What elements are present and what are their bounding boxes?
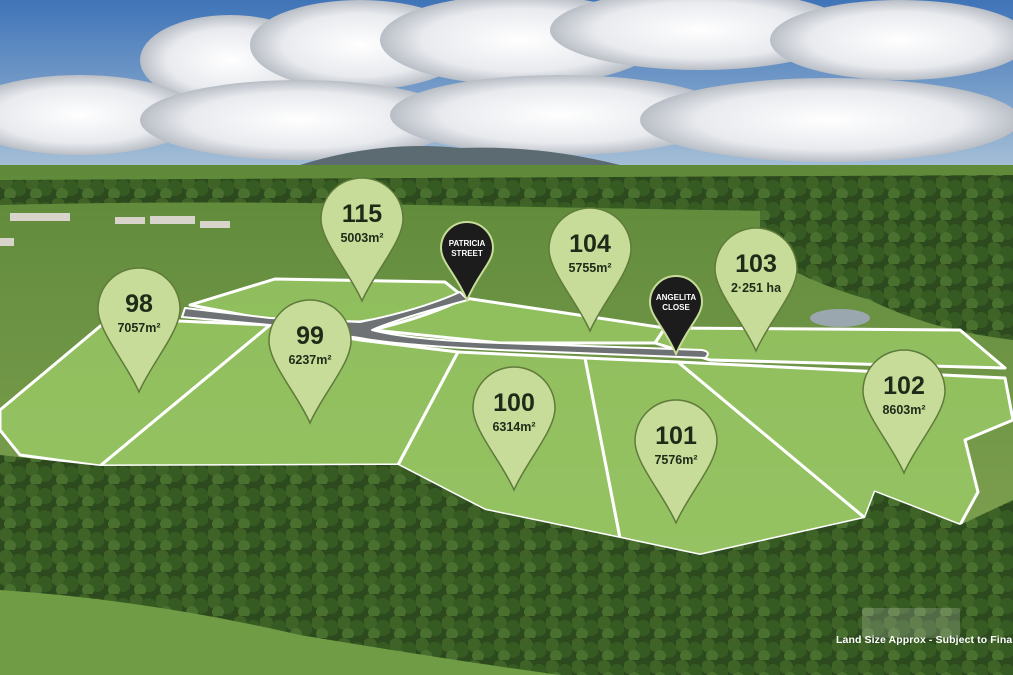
lot-pin-marker	[862, 349, 946, 475]
lot-number: 104	[569, 230, 611, 258]
houses	[0, 213, 230, 246]
disclaimer-text: Land Size Approx - Subject to Final	[836, 634, 1013, 646]
lot-area: 7576m²	[654, 453, 697, 467]
lot-number: 101	[655, 422, 697, 450]
lot-pin-99[interactable]: 99 6237m²	[268, 299, 352, 425]
tree-belt	[0, 175, 1013, 215]
lot-area: 7057m²	[117, 321, 160, 335]
lot-area: 2·251 ha	[731, 281, 782, 295]
lot-number: 103	[735, 250, 777, 278]
right-forest	[760, 195, 1013, 340]
lot-pin-102[interactable]: 102 8603m²	[862, 349, 946, 475]
lot-pin-100[interactable]: 100 6314m²	[472, 366, 556, 492]
foreground-forest	[0, 455, 1013, 675]
pond	[810, 309, 870, 327]
lot-pin-marker	[472, 366, 556, 492]
lot-pin-marker	[548, 207, 632, 333]
lot-pins: 98 7057m² 99 6237m² 100 6314m² 101 7576m² 102 860…	[97, 177, 946, 525]
lot-pin-104[interactable]: 104 5755m²	[548, 207, 632, 333]
street-pin-marker	[439, 221, 495, 303]
lot-pin-marker	[268, 299, 352, 425]
lot-area: 5003m²	[340, 231, 383, 245]
lot-area: 6237m²	[288, 353, 331, 367]
lot-pin-marker	[320, 177, 404, 303]
street-name-line2: CLOSE	[662, 303, 690, 312]
street-pin-marker	[648, 275, 704, 357]
lot-pin-98[interactable]: 98 7057m²	[97, 267, 181, 394]
lot-pin-103[interactable]: 103 2·251 ha	[714, 227, 798, 353]
lot-number: 115	[342, 200, 382, 228]
lot-number: 99	[296, 322, 324, 350]
clouds	[0, 0, 1013, 162]
lot-pin-marker	[97, 267, 181, 394]
lot-number: 100	[493, 389, 535, 417]
lot-number: 98	[125, 290, 153, 318]
lot-pin-marker	[634, 399, 718, 525]
lot-pin-marker	[714, 227, 798, 353]
lot-area: 8603m²	[882, 403, 925, 417]
foreground-grass	[0, 590, 560, 675]
street-name-line2: STREET	[451, 249, 483, 258]
street-name-line1: PATRICIA	[449, 239, 486, 248]
street-name-line1: ANGELITA	[656, 293, 697, 302]
lot-number: 102	[883, 372, 925, 400]
watermark-logo	[862, 608, 960, 638]
lot-pin-101[interactable]: 101 7576m²	[634, 399, 718, 525]
lot-pin-115[interactable]: 115 5003m²	[320, 177, 404, 303]
distant-mountain	[300, 146, 620, 165]
lot-area: 5755m²	[568, 261, 611, 275]
lot-area: 6314m²	[492, 420, 535, 434]
